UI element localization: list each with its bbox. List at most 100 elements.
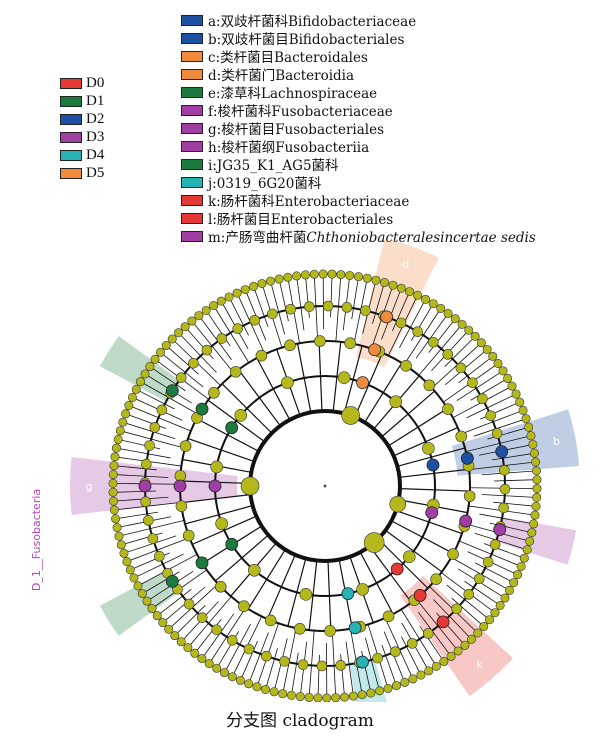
tree-node	[499, 465, 510, 476]
leaf-node	[505, 585, 515, 595]
tree-node	[294, 622, 306, 635]
branch-line	[351, 276, 359, 320]
leaf-node	[112, 523, 122, 533]
branch-line	[180, 494, 251, 504]
leaf-node	[473, 628, 483, 638]
legend-taxon-label: h:梭杆菌纲Fusobacteriia	[208, 140, 370, 156]
tree-node	[314, 335, 326, 347]
leaf-node	[155, 347, 165, 357]
tree-node	[322, 300, 334, 312]
branch-line	[126, 537, 190, 563]
tree-node	[491, 428, 503, 439]
leaf-node	[108, 470, 118, 480]
leaf-node	[127, 392, 137, 402]
clade-letter: i	[103, 618, 106, 631]
leaf-node	[113, 434, 123, 444]
leaf-node	[519, 553, 529, 563]
biomarker-node	[165, 574, 179, 588]
branch-line	[265, 648, 278, 690]
leaf-node	[295, 692, 305, 702]
leaf-node	[479, 621, 489, 631]
tree-node	[372, 652, 383, 664]
tree-node	[243, 643, 255, 655]
branch-line	[400, 609, 437, 667]
center-point	[323, 484, 327, 488]
tree-node	[143, 515, 154, 526]
branch-line	[278, 278, 289, 322]
tree-node	[149, 422, 161, 433]
clade-letter: g	[86, 480, 93, 493]
legend-level-label: D1	[86, 92, 105, 109]
leaf-node	[283, 272, 293, 282]
tree-node	[344, 337, 356, 350]
leaf-node	[204, 659, 214, 669]
clade-highlight	[99, 569, 181, 636]
legend-taxon-label: a:双歧杆菌科Bifidobacteriaceae	[208, 14, 417, 30]
legend-swatch	[60, 95, 82, 107]
branch-line	[493, 501, 537, 507]
branch-line	[364, 637, 380, 691]
branch-line	[354, 352, 384, 418]
branch-line	[388, 407, 448, 447]
leaf-node	[345, 270, 355, 280]
branch-line	[122, 421, 176, 440]
tree-node	[395, 317, 407, 329]
tree-node	[216, 333, 228, 344]
leaf-node	[443, 308, 453, 318]
branch-line	[343, 345, 363, 414]
leaf-node	[125, 565, 135, 575]
leaf-node	[446, 651, 456, 661]
branch-line	[113, 474, 169, 478]
leaf-node	[431, 661, 441, 671]
branch-line	[296, 275, 305, 331]
root-node	[341, 406, 360, 425]
tree-node	[299, 588, 313, 601]
leaf-node	[366, 688, 376, 698]
tree-node	[356, 583, 369, 596]
branch-line	[364, 362, 403, 423]
legend-taxon-row: b:双歧杆菌目Bifidobacteriales	[181, 29, 536, 48]
legend-taxon-label: b:双歧杆菌目Bifidobacteriales	[208, 32, 405, 48]
leaf-node	[109, 496, 119, 506]
legend-swatch	[181, 68, 203, 80]
branch-line	[399, 468, 470, 478]
biomarker-node	[413, 589, 427, 602]
legend-taxon-label: k:肠杆菌科Enterobacteriaceae	[208, 194, 410, 210]
biomarker-node	[436, 615, 450, 629]
leaf-node	[187, 316, 197, 326]
leaf-node	[300, 270, 310, 280]
branch-line	[399, 299, 426, 348]
branch-line	[403, 308, 442, 365]
legend-taxon-row: l:肠杆菌目Enterobacteriales	[181, 209, 536, 228]
leaf-node	[269, 687, 279, 697]
branch-line	[465, 435, 532, 453]
leaf-node	[357, 690, 367, 700]
legend-taxon-label: f:梭杆菌科Fusobacteriaceae	[208, 104, 393, 120]
clade-letter: d	[402, 258, 409, 271]
leaf-node	[348, 691, 358, 701]
tree-node	[140, 496, 151, 507]
legend-swatch	[181, 158, 203, 170]
tree-node	[249, 315, 260, 326]
legend-taxon-row: j:0319_6G20菌科	[181, 173, 536, 192]
branch-line	[418, 324, 463, 376]
leaf-node	[396, 283, 406, 293]
branch-line	[459, 540, 522, 567]
leaf-node	[525, 536, 535, 546]
figure-caption: 分支图 cladogram	[226, 711, 374, 731]
leaf-node	[174, 328, 184, 338]
tree-node	[447, 548, 459, 560]
branch-line	[128, 405, 191, 432]
leaf-node	[528, 439, 538, 449]
branch-line	[362, 280, 377, 334]
tree-node	[182, 529, 195, 542]
branch-line	[385, 529, 443, 573]
branch-line	[327, 560, 332, 631]
branch-line	[187, 596, 232, 648]
leaf-node	[527, 528, 537, 538]
branch-line	[446, 584, 490, 621]
leaf-node	[216, 296, 226, 306]
branch-line	[456, 370, 504, 402]
leaf-node	[424, 666, 434, 676]
tree-node	[215, 517, 228, 530]
